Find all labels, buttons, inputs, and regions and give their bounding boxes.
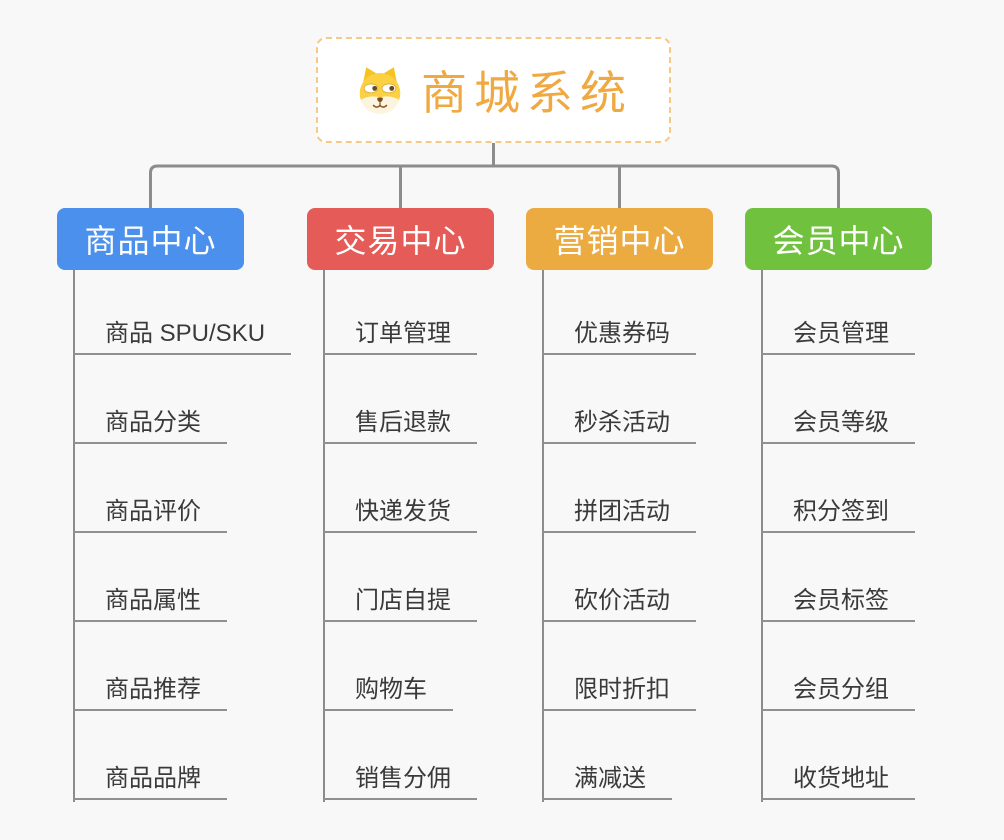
leaf-node[interactable]: 购物车: [323, 671, 453, 711]
branch-header-2[interactable]: 交易中心: [307, 208, 494, 270]
leaf-node[interactable]: 快递发货: [323, 493, 477, 533]
branch-trunk-line: [323, 270, 325, 802]
leaf-node[interactable]: 积分签到: [761, 493, 915, 533]
leaf-node[interactable]: 限时折扣: [542, 671, 696, 711]
leaf-node[interactable]: 销售分佣: [323, 760, 477, 800]
leaf-node[interactable]: 商品推荐: [73, 671, 227, 711]
leaf-node[interactable]: 拼团活动: [542, 493, 696, 533]
leaf-node[interactable]: 商品 SPU/SKU: [73, 315, 292, 355]
leaf-node[interactable]: 商品评价: [73, 493, 227, 533]
branch-trunk-line: [542, 270, 544, 802]
leaf-node[interactable]: 满减送: [542, 760, 672, 800]
branch-header-4[interactable]: 会员中心: [745, 208, 932, 270]
leaf-node[interactable]: 秒杀活动: [542, 404, 696, 444]
leaf-node[interactable]: 优惠券码: [542, 315, 696, 355]
branch-header-3[interactable]: 营销中心: [526, 208, 713, 270]
root-title: 商城系统: [421, 67, 633, 119]
leaf-node[interactable]: 门店自提: [323, 582, 477, 622]
leaf-node[interactable]: 会员标签: [761, 582, 915, 622]
branch-trunk-line: [73, 270, 75, 802]
leaf-node[interactable]: 砍价活动: [542, 582, 696, 622]
leaf-node[interactable]: 会员管理: [761, 315, 915, 355]
branch-header-1[interactable]: 商品中心: [57, 208, 244, 270]
leaf-node[interactable]: 商品品牌: [73, 760, 227, 800]
leaf-node[interactable]: 收货地址: [761, 760, 915, 800]
root-node[interactable]: 商城系统: [316, 37, 671, 143]
leaf-node[interactable]: 会员分组: [761, 671, 915, 711]
branch-trunk-line: [761, 270, 763, 802]
leaf-node[interactable]: 商品属性: [73, 582, 227, 622]
dog-face-icon: [354, 64, 406, 116]
leaf-node[interactable]: 商品分类: [73, 404, 227, 444]
leaf-node[interactable]: 售后退款: [323, 404, 477, 444]
leaf-node[interactable]: 订单管理: [323, 315, 477, 355]
leaf-node[interactable]: 会员等级: [761, 404, 915, 444]
